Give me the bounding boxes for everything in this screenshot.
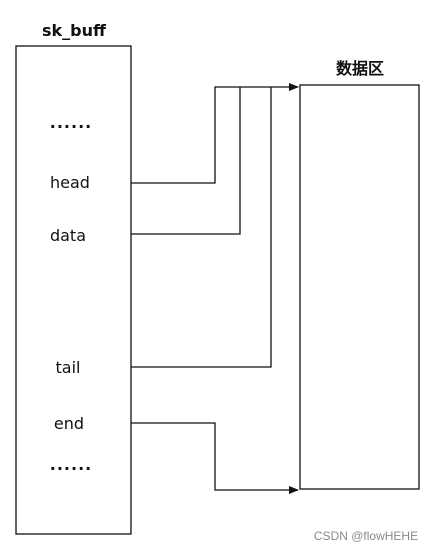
sk-buff-title: sk_buff	[42, 21, 107, 40]
field-tail: tail	[56, 358, 81, 377]
head-pointer-line	[131, 83, 299, 184]
sk-buff-box	[15, 45, 132, 535]
field-data: data	[50, 226, 86, 245]
data-region-box	[299, 84, 420, 490]
field-end: end	[54, 414, 84, 433]
watermark: CSDN @flowHEHE	[314, 529, 418, 543]
end-pointer-line	[131, 422, 299, 494]
data-region-title: 数据区	[336, 59, 384, 78]
tail-pointer-line	[131, 87, 272, 368]
ellipsis-top: ......	[50, 113, 92, 132]
ellipsis-bottom: ......	[50, 455, 92, 474]
field-head: head	[50, 173, 90, 192]
data-pointer-line	[131, 87, 241, 235]
